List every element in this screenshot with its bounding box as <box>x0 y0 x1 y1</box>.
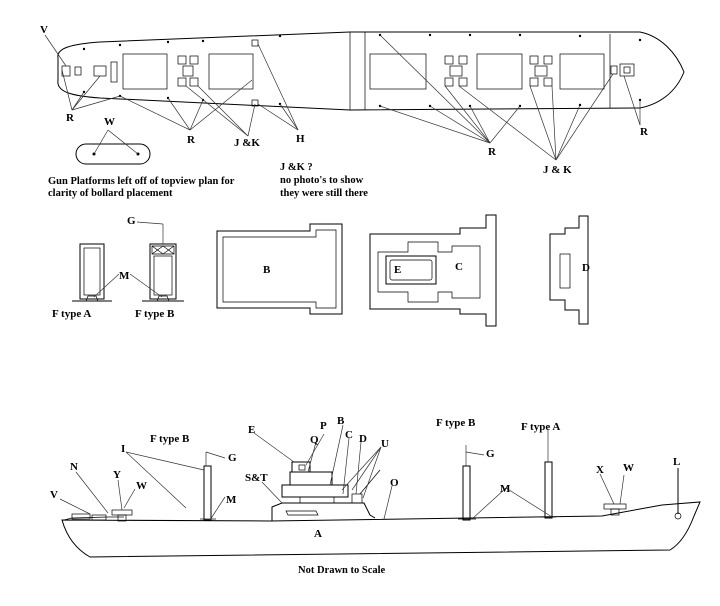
side-label-E: E <box>248 424 255 436</box>
side-view-mast-forward <box>200 452 216 521</box>
side-label-V: V <box>50 489 58 501</box>
side-view-superstructure <box>271 461 381 521</box>
top-label-H: H <box>296 133 305 145</box>
side-view-bow-fittings <box>71 509 133 522</box>
detail-label-G: G <box>127 215 136 227</box>
top-view-plan: V R R J &K H R J & K R W <box>40 24 685 176</box>
top-view-small-square-2 <box>251 99 259 107</box>
side-label-W-2: W <box>623 462 634 474</box>
top-label-JK-2: J & K <box>543 164 572 176</box>
side-label-G-2: G <box>486 448 495 460</box>
side-label-L: L <box>673 456 680 468</box>
side-label-W-1: W <box>136 480 147 492</box>
gun-platforms-note-line-2: clarity of bollard placement <box>48 188 173 199</box>
detail-f-type-b: G F type B <box>127 215 184 320</box>
side-label-U: U <box>381 438 389 450</box>
top-label-V: V <box>40 24 48 36</box>
side-view-leader-lines <box>59 424 625 521</box>
top-view-leader-lines <box>44 34 641 161</box>
side-view-profile: V N Y W I F type B G M E P Q B C D U S&T… <box>50 415 701 558</box>
side-label-M-2: M <box>500 483 511 495</box>
detail-f-type-a: F type A <box>52 243 112 320</box>
top-view-hatch-1 <box>122 53 168 90</box>
side-label-C: C <box>345 429 353 441</box>
side-label-F-type-B-1: F type B <box>150 433 190 445</box>
side-view-mast-aft-a <box>540 461 556 519</box>
side-label-Y: Y <box>113 469 121 481</box>
top-view-small-square-3 <box>610 65 618 75</box>
side-label-A: A <box>314 528 322 540</box>
detail-c-deckhouse: E C <box>369 214 497 327</box>
top-view-stern-fitting <box>619 63 635 77</box>
gun-platform-callout: Gun Platforms left off of topview plan f… <box>48 129 235 199</box>
top-label-JK-1: J &K <box>234 137 260 149</box>
top-view-masthouse-2 <box>444 55 468 87</box>
side-view-hull <box>61 501 701 558</box>
top-view-masthouse-3 <box>529 55 553 87</box>
top-view-small-square-1 <box>251 39 259 47</box>
top-view-fitting-left-4 <box>110 61 118 83</box>
side-label-S-T: S&T <box>245 472 268 484</box>
jk-question-note: J &K ? no photo's to show they were stil… <box>280 162 368 199</box>
f-type-a-label: F type A <box>52 308 91 320</box>
side-label-P: P <box>320 420 327 432</box>
top-view-masthouse-1 <box>177 55 199 87</box>
top-view-hatch-5 <box>559 53 605 90</box>
not-to-scale-note: Not Drawn to Scale <box>298 565 386 576</box>
top-view-hull-outline <box>57 31 685 111</box>
no-photos-note-line-1: no photo's to show <box>280 175 364 186</box>
side-label-M-1: M <box>226 494 237 506</box>
gun-platform-outline <box>75 143 151 165</box>
jk-question-label: J &K ? <box>280 162 313 173</box>
side-label-N: N <box>70 461 78 473</box>
side-view-mast-aft-b <box>458 445 476 521</box>
top-view-hatch-2 <box>208 53 254 90</box>
side-label-B: B <box>337 415 345 427</box>
gun-platforms-note-line-1: Gun Platforms left off of topview plan f… <box>48 176 235 187</box>
detail-label-D: D <box>582 262 590 274</box>
side-label-Q: Q <box>310 434 319 446</box>
top-view-hatch-3 <box>369 53 427 90</box>
top-label-W: W <box>104 116 115 128</box>
detail-m-leaders: M <box>93 270 163 298</box>
side-label-D: D <box>359 433 367 445</box>
detail-b-deckhouse: B <box>216 223 343 315</box>
side-label-X: X <box>596 464 604 476</box>
detail-label-C: C <box>455 261 463 273</box>
side-label-G-1: G <box>228 452 237 464</box>
detail-label-E: E <box>394 264 401 276</box>
f-type-b-label: F type B <box>135 308 175 320</box>
side-label-I: I <box>121 443 125 455</box>
side-label-F-type-A: F type A <box>521 421 560 433</box>
detail-label-B: B <box>263 264 271 276</box>
side-view-stern-fittings <box>603 468 682 520</box>
top-label-R-3: R <box>488 146 497 158</box>
detail-d-deckhouse: D <box>549 215 590 325</box>
top-label-R-1: R <box>66 112 75 124</box>
top-view-hatch-4 <box>476 53 523 90</box>
no-photos-note-line-2: they were still there <box>280 188 368 199</box>
detail-label-M: M <box>119 270 130 282</box>
side-label-F-type-B-2: F type B <box>436 417 476 429</box>
top-label-R-2: R <box>187 134 196 146</box>
top-view-fitting-left-3 <box>93 65 107 77</box>
top-view-fitting-left-2 <box>74 66 82 76</box>
top-view-bollard-dots <box>82 33 642 108</box>
top-label-R-4: R <box>640 126 649 138</box>
side-label-O: O <box>390 477 399 489</box>
